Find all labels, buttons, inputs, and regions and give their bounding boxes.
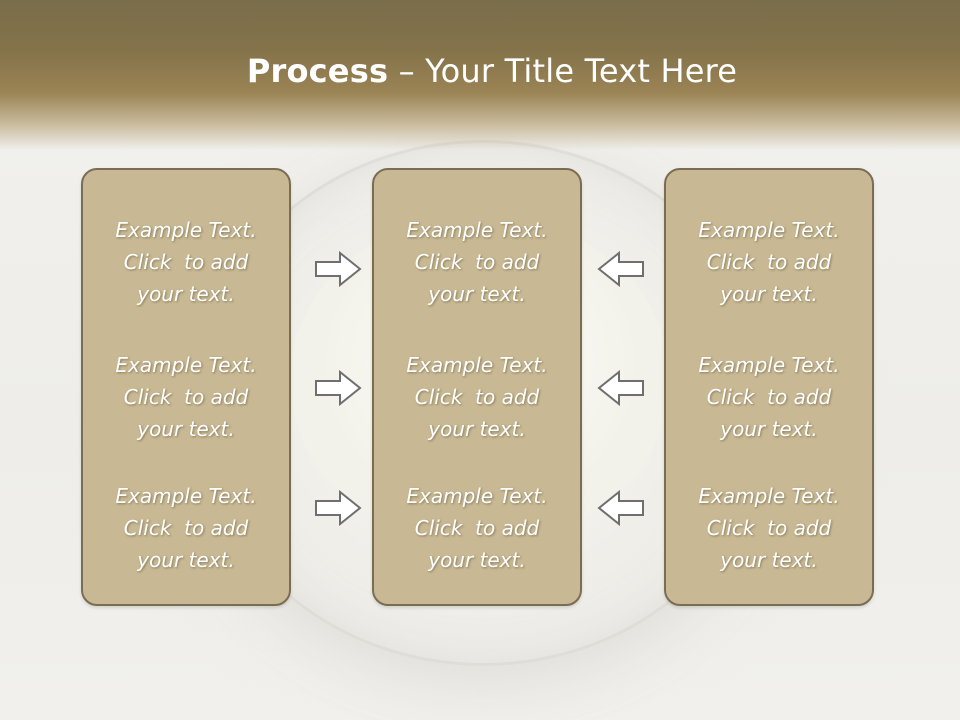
panel-text[interactable]: Example Text. Click to add your text. (698, 484, 840, 572)
panel-text[interactable]: Example Text. Click to add your text. (406, 218, 548, 306)
right-arrow-icon (314, 250, 362, 288)
process-panel-left[interactable]: Example Text. Click to add your text. Ex… (81, 168, 291, 606)
panel-text[interactable]: Example Text. Click to add your text. (115, 218, 257, 306)
right-arrow-icon (314, 489, 362, 527)
slide-title[interactable]: Process – Your Title Text Here (0, 52, 960, 90)
left-arrow-icon (597, 250, 645, 288)
panel-text[interactable]: Example Text. Click to add your text. (115, 484, 257, 572)
panel-text[interactable]: Example Text. Click to add your text. (115, 353, 257, 441)
title-bold-text: Process (246, 52, 389, 90)
left-arrow-icon (597, 369, 645, 407)
left-arrow-icon (597, 489, 645, 527)
process-panel-right[interactable]: Example Text. Click to add your text. Ex… (664, 168, 874, 606)
panel-text[interactable]: Example Text. Click to add your text. (698, 353, 840, 441)
process-panel-center[interactable]: Example Text. Click to add your text. Ex… (372, 168, 582, 606)
title-rest-text: – Your Title Text Here (388, 52, 738, 90)
panel-text[interactable]: Example Text. Click to add your text. (406, 484, 548, 572)
panel-text[interactable]: Example Text. Click to add your text. (406, 353, 548, 441)
header-band (0, 0, 960, 150)
right-arrow-icon (314, 369, 362, 407)
panel-text[interactable]: Example Text. Click to add your text. (698, 218, 840, 306)
